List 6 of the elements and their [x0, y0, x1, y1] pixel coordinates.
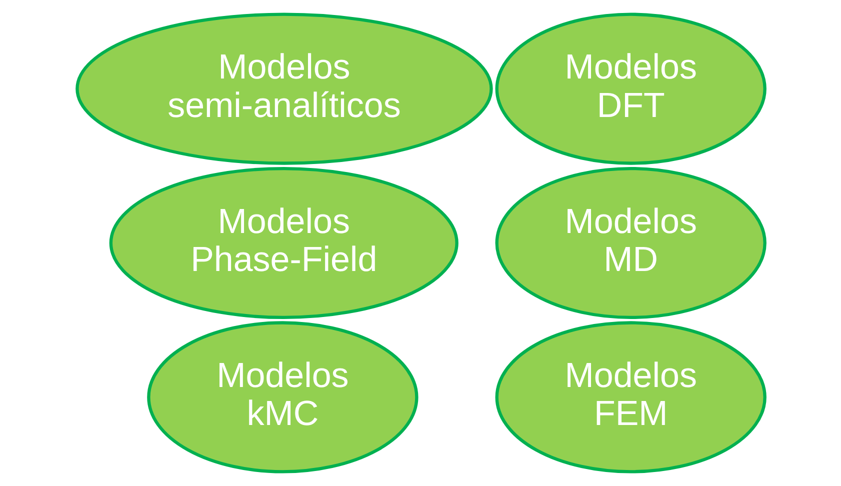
node-ellipse: Modelos semi-analíticos	[75, 12, 492, 165]
node-ellipse: Modelos kMC	[146, 321, 418, 474]
node-ellipse: Modelos MD	[494, 166, 766, 320]
node-ellipse: Modelos FEM	[494, 321, 766, 474]
node-ellipse: Modelos DFT	[494, 12, 766, 165]
node-ellipse: Modelos Phase-Field	[108, 166, 458, 320]
